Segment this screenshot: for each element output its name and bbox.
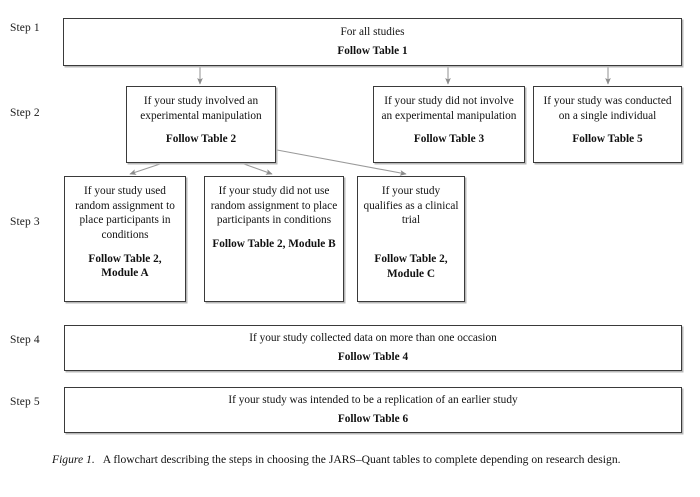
arrow-experimental-to-module-a — [129, 163, 161, 175]
node-step5-replication: If your study was intended to be a repli… — [64, 387, 682, 433]
step-label-3: Step 3 — [10, 216, 40, 228]
node-step1-all-studies: For all studies Follow Table 1 — [63, 18, 682, 66]
node-condition-text: If your study collected data on more tha… — [249, 332, 497, 345]
node-step2-no-experimental-manipulation: If your study did not involve an experim… — [373, 86, 525, 163]
node-follow-text: Follow Table 2, Module B — [212, 238, 336, 251]
node-step3-clinical-trial: If your study qualifies as a clinical tr… — [357, 176, 465, 302]
node-follow-text: Follow Table 2 — [165, 133, 237, 146]
step-label-4: Step 4 — [10, 334, 40, 346]
node-step2-experimental-manipulation: If your study involved an experimental m… — [126, 86, 276, 163]
node-follow-text: Follow Table 3 — [413, 133, 485, 146]
node-condition-text: If your study was intended to be a repli… — [228, 394, 518, 407]
node-condition-text: If your study used random assignment to … — [75, 185, 175, 242]
node-condition-text: If your study qualifies as a clinical tr… — [363, 185, 459, 227]
node-follow-text: Follow Table 1 — [337, 45, 408, 57]
node-condition-text: If your study did not involve an experim… — [381, 95, 517, 122]
node-follow-text: Follow Table 4 — [337, 351, 409, 363]
node-follow-text: Follow Table 5 — [572, 133, 643, 146]
node-step4-multiple-occasions: If your study collected data on more tha… — [64, 325, 682, 371]
figure-caption-body: A flowchart describing the steps in choo… — [102, 453, 621, 466]
node-step2-single-individual: If your study was conducted on a single … — [533, 86, 682, 163]
arrow-experimental-to-module-b — [243, 163, 273, 175]
node-condition-text: For all studies — [340, 26, 405, 39]
node-follow-text: Follow Table 2, Module A — [88, 252, 162, 280]
figure-caption: Figure 1. A flowchart describing the ste… — [52, 452, 654, 468]
step-label-5: Step 5 — [10, 396, 40, 408]
figure-caption-label: Figure 1. — [52, 453, 95, 466]
node-step3-no-random-assignment: If your study did not use random assignm… — [204, 176, 344, 302]
node-step3-random-assignment: If your study used random assignment to … — [64, 176, 186, 302]
step-label-1: Step 1 — [10, 22, 40, 34]
node-follow-text: Follow Table 2, Module C — [374, 253, 448, 280]
node-follow-text: Follow Table 6 — [337, 413, 409, 425]
node-condition-text: If your study was conducted on a single … — [543, 95, 672, 122]
node-condition-text: If your study did not use random assignm… — [210, 185, 338, 227]
step-label-2: Step 2 — [10, 107, 40, 119]
node-condition-text: If your study involved an experimental m… — [140, 95, 262, 122]
